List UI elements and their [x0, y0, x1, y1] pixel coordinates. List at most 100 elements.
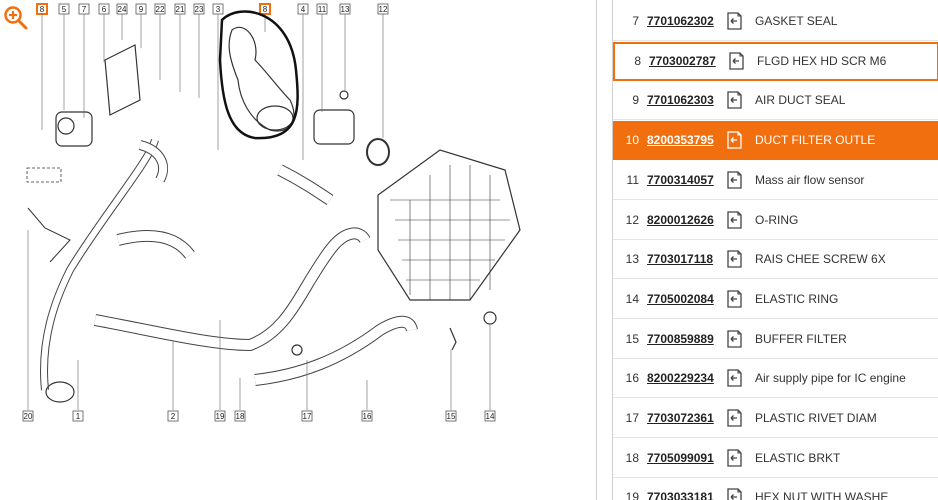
cart-icon[interactable] — [725, 249, 743, 269]
part-reference-link[interactable]: 8200353795 — [647, 133, 714, 148]
callout-23[interactable]: 23 — [193, 3, 205, 15]
add-to-cart-button[interactable] — [725, 11, 755, 31]
cart-icon[interactable] — [725, 289, 743, 309]
callout-8[interactable]: 8 — [36, 3, 48, 15]
cart-icon[interactable] — [725, 11, 743, 31]
cart-icon[interactable] — [725, 90, 743, 110]
part-reference-link[interactable]: 7703033181 — [647, 490, 714, 500]
screw-15 — [449, 327, 457, 351]
part-reference-link[interactable]: 8200012626 — [647, 212, 714, 227]
part-number-index: 8 — [634, 54, 641, 69]
part-reference-link[interactable]: 7705002084 — [647, 291, 714, 306]
add-to-cart-button[interactable] — [725, 249, 755, 269]
rivet-17 — [291, 344, 303, 356]
add-to-cart-button[interactable] — [725, 210, 755, 230]
callout-1[interactable]: 1 — [72, 410, 84, 422]
callout-13[interactable]: 13 — [339, 3, 351, 15]
add-to-cart-button[interactable] — [725, 408, 755, 428]
hose-1 — [40, 138, 159, 391]
cart-icon[interactable] — [725, 368, 743, 388]
callout-2[interactable]: 2 — [167, 410, 179, 422]
part-reference-link[interactable]: 7703002787 — [649, 54, 716, 69]
callout-16[interactable]: 16 — [361, 410, 373, 422]
callout-12[interactable]: 12 — [377, 3, 389, 15]
add-to-cart-button[interactable] — [725, 329, 755, 349]
callout-17[interactable]: 17 — [301, 410, 313, 422]
callout-22[interactable]: 22 — [154, 3, 166, 15]
callout-21[interactable]: 21 — [174, 3, 186, 15]
add-to-cart-button[interactable] — [725, 368, 755, 388]
cart-icon[interactable] — [725, 170, 743, 190]
part-number-index: 18 — [625, 450, 639, 465]
part-reference-link[interactable]: 8200229234 — [647, 371, 714, 386]
callout-14[interactable]: 14 — [484, 410, 496, 422]
callout-6[interactable]: 6 — [98, 3, 110, 15]
callout-label: 2 — [171, 412, 176, 421]
part-reference-link[interactable]: 7701062302 — [647, 14, 714, 28]
callout-24[interactable]: 24 — [116, 3, 128, 15]
cart-icon[interactable] — [725, 448, 743, 468]
hose-16-inner — [254, 316, 417, 385]
zoom-in-button[interactable] — [3, 5, 29, 31]
add-to-cart-button[interactable] — [725, 289, 755, 309]
cart-icon[interactable] — [725, 487, 743, 500]
buffer-14 — [483, 311, 497, 325]
add-to-cart-button[interactable] — [725, 487, 755, 500]
part-description: ELASTIC RING — [755, 291, 839, 306]
add-to-cart-button[interactable] — [725, 130, 755, 150]
callout-20[interactable]: 20 — [22, 410, 34, 422]
o-ring — [366, 138, 390, 166]
callout-label: 6 — [102, 5, 107, 14]
callout-11[interactable]: 11 — [316, 3, 328, 15]
part-reference-link[interactable]: 7705099091 — [647, 450, 714, 465]
part-reference-link[interactable]: 7700859889 — [647, 331, 714, 346]
selection-outline — [218, 10, 299, 140]
add-to-cart-button[interactable] — [725, 170, 755, 190]
callout-label: 15 — [447, 412, 456, 421]
add-to-cart-button[interactable] — [725, 90, 755, 110]
part-description: O-RING — [755, 212, 799, 227]
add-to-cart-button[interactable] — [727, 51, 757, 71]
part-reference-link[interactable]: 7700314057 — [647, 172, 714, 187]
callout-3[interactable]: 3 — [212, 3, 224, 15]
callout-18[interactable]: 18 — [234, 410, 246, 422]
callout-label: 19 — [216, 412, 225, 421]
cart-icon[interactable] — [725, 329, 743, 349]
duct-filter-outlet — [228, 26, 295, 132]
part-number-index: 19 — [625, 490, 639, 500]
callout-19[interactable]: 19 — [214, 410, 226, 422]
cart-icon[interactable] — [725, 130, 743, 150]
part-reference-link[interactable]: 7701062303 — [647, 93, 714, 108]
part-description: DUCT FILTER OUTLE — [755, 133, 876, 148]
part-reference-link[interactable]: 7703072361 — [647, 411, 714, 425]
add-to-cart-button[interactable] — [725, 448, 755, 468]
cart-icon[interactable] — [725, 408, 743, 428]
callout-4[interactable]: 4 — [297, 3, 309, 15]
cart-icon[interactable] — [725, 210, 743, 230]
callout-8[interactable]: 8 — [259, 3, 271, 15]
cart-icon[interactable] — [727, 51, 745, 71]
callout-7[interactable]: 7 — [78, 3, 90, 15]
elbow-hose-inner — [116, 230, 194, 259]
callout-9[interactable]: 9 — [135, 3, 147, 15]
callout-15[interactable]: 15 — [445, 410, 457, 422]
part-reference-link[interactable]: 7703017118 — [647, 252, 714, 267]
callout-5[interactable]: 5 — [58, 3, 70, 15]
zoom-in-icon — [4, 6, 28, 30]
